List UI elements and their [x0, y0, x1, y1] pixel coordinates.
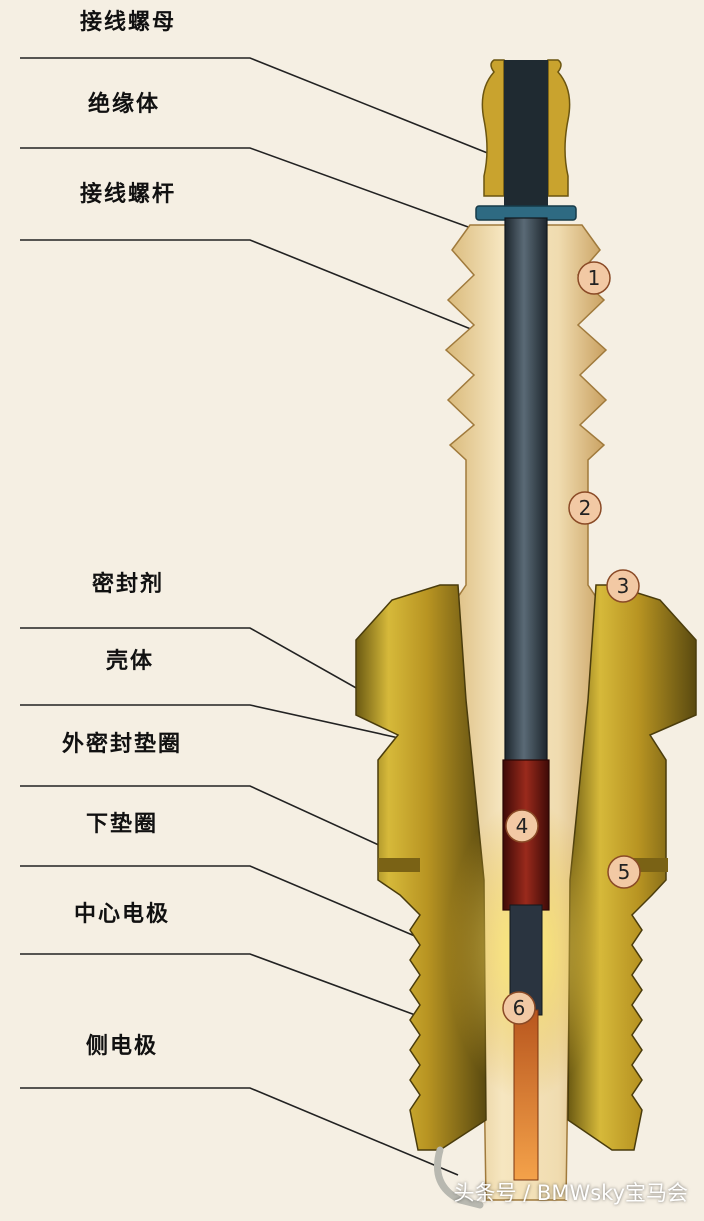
marker-4-text: 4: [516, 814, 529, 838]
marker-1-text: 1: [588, 266, 601, 290]
marker-3: 3: [606, 569, 640, 603]
label-side-electrode: 侧电极: [86, 1034, 159, 1059]
marker-1: 1: [577, 261, 611, 295]
label-shell: 壳体: [106, 649, 155, 674]
label-sealant: 密封剂: [92, 572, 165, 597]
marker-3-text: 3: [617, 574, 630, 598]
leader-line-insulator: [20, 147, 483, 233]
label-insulator: 绝缘体: [88, 92, 161, 117]
center-rod: [502, 217, 550, 1181]
label-connection-nut: 接线螺母: [80, 10, 177, 35]
side-electrode-part: [434, 1146, 484, 1209]
label-outer-sealing-gasket: 外密封垫圈: [62, 732, 183, 757]
terminal-nut: [475, 59, 577, 221]
markers: 1 2 3 4 5 6: [502, 261, 641, 1025]
label-lower-gasket: 下垫圈: [86, 812, 159, 837]
marker-2: 2: [568, 491, 602, 525]
leader-line-connection-nut: [20, 57, 501, 159]
leader-line-side-electrode: [20, 1087, 459, 1176]
leader-line-terminal-screw: [20, 239, 504, 343]
leader-line-shell: [20, 704, 409, 741]
leader-lines: [20, 57, 511, 1176]
marker-4: 4: [505, 809, 539, 843]
marker-6-text: 6: [513, 996, 526, 1020]
marker-6: 6: [502, 991, 536, 1025]
label-center-electrode: 中心电极: [74, 902, 171, 927]
marker-2-text: 2: [579, 496, 592, 520]
marker-5-text: 5: [618, 860, 631, 884]
watermark: 头条号 / BMWsky宝马会: [453, 1181, 689, 1205]
leader-line-lower-gasket: [20, 865, 491, 969]
label-terminal-screw: 接线螺杆: [80, 182, 177, 207]
marker-5: 5: [607, 855, 641, 889]
